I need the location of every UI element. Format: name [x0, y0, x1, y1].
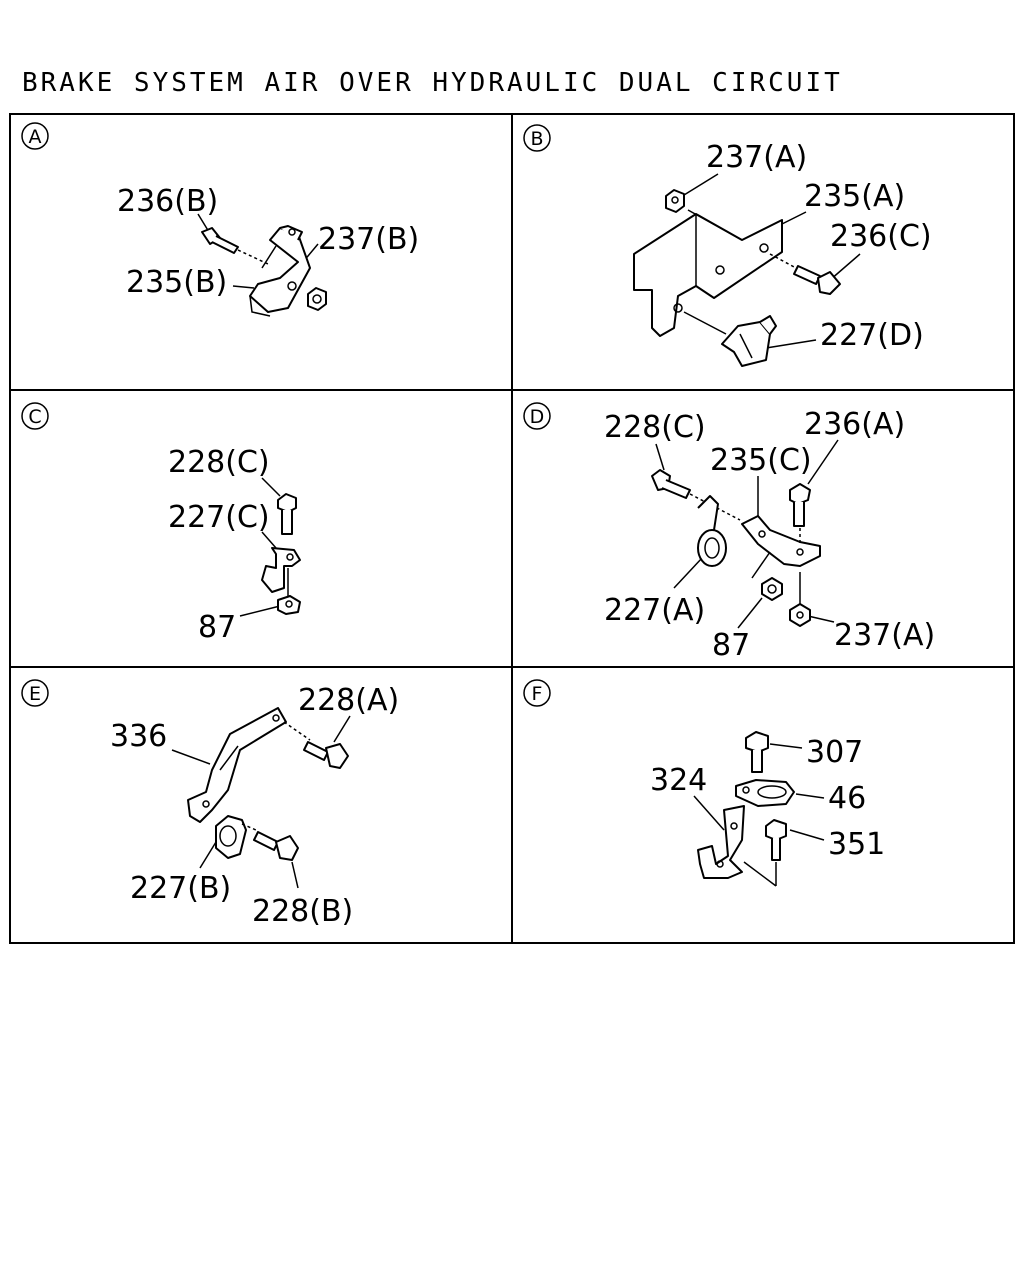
- label-227c: 227(C): [168, 500, 270, 535]
- label-46: 46: [828, 781, 866, 816]
- bracket-336: [187, 707, 287, 823]
- label-237a-d: 237(A): [834, 618, 935, 653]
- label-228a: 228(A): [298, 683, 399, 718]
- label-235c: 235(C): [710, 443, 812, 478]
- label-351: 351: [828, 827, 885, 862]
- clip-227b: [215, 815, 247, 859]
- panel-e: E 228(A) 336 227(B) 228(B): [21, 679, 399, 929]
- label-235a: 235(A): [804, 179, 905, 214]
- nut-237b: [307, 287, 327, 311]
- clip-227a: [697, 495, 727, 567]
- label-235b: 235(B): [126, 265, 227, 300]
- clip-227c: [261, 547, 301, 596]
- panel-a-badge: [21, 122, 49, 150]
- clip-46: [735, 779, 795, 807]
- panel-d-badge: [523, 402, 551, 430]
- bracket-235c: [741, 515, 821, 579]
- nut-237a-d: [789, 572, 811, 627]
- bolt-236a: [789, 483, 811, 546]
- label-227d: 227(D): [820, 318, 924, 353]
- label-87-d: 87: [712, 628, 750, 663]
- bolt-236b: [201, 227, 269, 265]
- nut-87-d: [761, 577, 783, 601]
- panel-b-badge: [523, 124, 551, 152]
- bolt-307: [745, 731, 769, 773]
- panel-b-letter: B: [530, 128, 543, 150]
- label-324: 324: [650, 763, 707, 798]
- label-227a: 227(A): [604, 593, 705, 628]
- panel-e-badge: [21, 679, 49, 707]
- label-236a: 236(A): [804, 407, 905, 442]
- bracket-235a: [633, 209, 783, 337]
- panel-a: A 236(B) 237(B) 235(B): [21, 122, 419, 317]
- panel-f-letter: F: [532, 683, 543, 705]
- clip-227d: [683, 311, 777, 367]
- panel-c-badge: [21, 402, 49, 430]
- label-237b: 237(B): [318, 222, 419, 257]
- panel-d-letter: D: [530, 406, 545, 428]
- label-228b: 228(B): [252, 894, 353, 929]
- label-227b: 227(B): [130, 871, 231, 906]
- label-87: 87: [198, 610, 236, 645]
- label-236c: 236(C): [830, 219, 932, 254]
- bolt-236c: [769, 253, 841, 295]
- panel-c: C 228(C) 227(C) 87: [21, 402, 301, 645]
- panel-grid: [9, 113, 1015, 944]
- diagram-title: BRAKE SYSTEM AIR OVER HYDRAULIC DUAL CIR…: [22, 68, 843, 98]
- bolt-351: [743, 819, 787, 887]
- panel-f: F 307 324 46 351: [523, 679, 885, 887]
- bolt-228a: [283, 721, 349, 769]
- bolt-228c-upper: [277, 493, 297, 535]
- panel-e-letter: E: [29, 683, 41, 705]
- panel-b: B 237(A) 235(A) 236(C) 227(D): [523, 124, 932, 367]
- bolt-228b: [241, 823, 299, 861]
- bracket-324: [697, 805, 745, 879]
- bracket-235b: [249, 225, 311, 317]
- panel-a-letter: A: [29, 126, 42, 148]
- label-307: 307: [806, 735, 863, 770]
- panel-c-letter: C: [28, 406, 41, 428]
- label-228c: 228(C): [168, 445, 270, 480]
- panel-f-badge: [523, 679, 551, 707]
- nut-87-c: [277, 595, 301, 615]
- label-228c-d: 228(C): [604, 410, 706, 445]
- label-336: 336: [110, 719, 167, 754]
- bolt-228c-d: [651, 469, 741, 521]
- panel-d: D 228(C) 236(A) 235(C) 227(A) 87 237(A): [523, 402, 935, 663]
- label-236b: 236(B): [117, 184, 218, 219]
- label-237a: 237(A): [706, 140, 807, 175]
- nut-237a: [665, 189, 685, 213]
